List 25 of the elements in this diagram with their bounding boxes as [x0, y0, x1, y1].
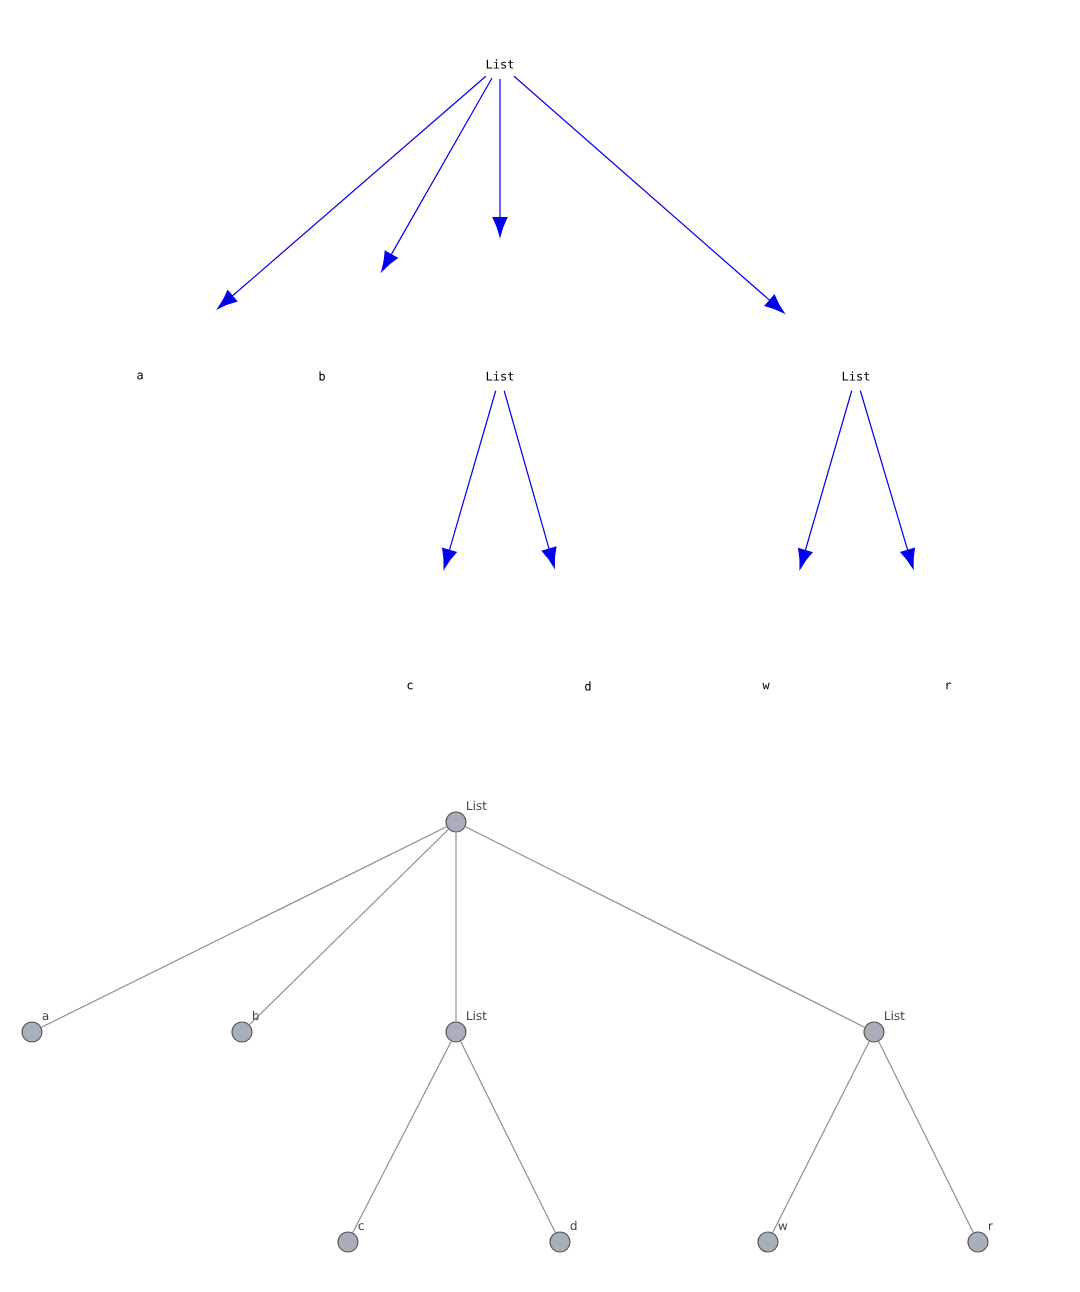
arrow — [503, 390, 557, 568]
tree-edge — [352, 1040, 452, 1234]
tree-vertex — [21, 1021, 43, 1043]
tree-edge — [455, 832, 457, 1022]
tree-vertex — [337, 1231, 359, 1253]
arrow — [513, 75, 785, 314]
tree-vertex — [445, 811, 467, 833]
arrow — [492, 78, 508, 237]
tree-edge — [40, 826, 448, 1028]
tree-vertex — [445, 1021, 467, 1043]
arrow — [381, 77, 493, 272]
arrow — [442, 390, 497, 570]
tree-vertex — [757, 1231, 779, 1253]
tree-edge — [460, 1040, 556, 1234]
tree-edge — [772, 1040, 870, 1234]
arrow — [859, 390, 915, 569]
tree-vertex — [863, 1021, 885, 1043]
arrow — [798, 390, 853, 570]
tree-edge — [248, 828, 450, 1026]
tree-vertex — [549, 1231, 571, 1253]
tree-vertex — [231, 1021, 253, 1043]
tree-edge — [464, 826, 866, 1028]
tree-vertex — [967, 1231, 989, 1253]
tree-edge — [878, 1040, 974, 1234]
arrow — [217, 75, 487, 309]
